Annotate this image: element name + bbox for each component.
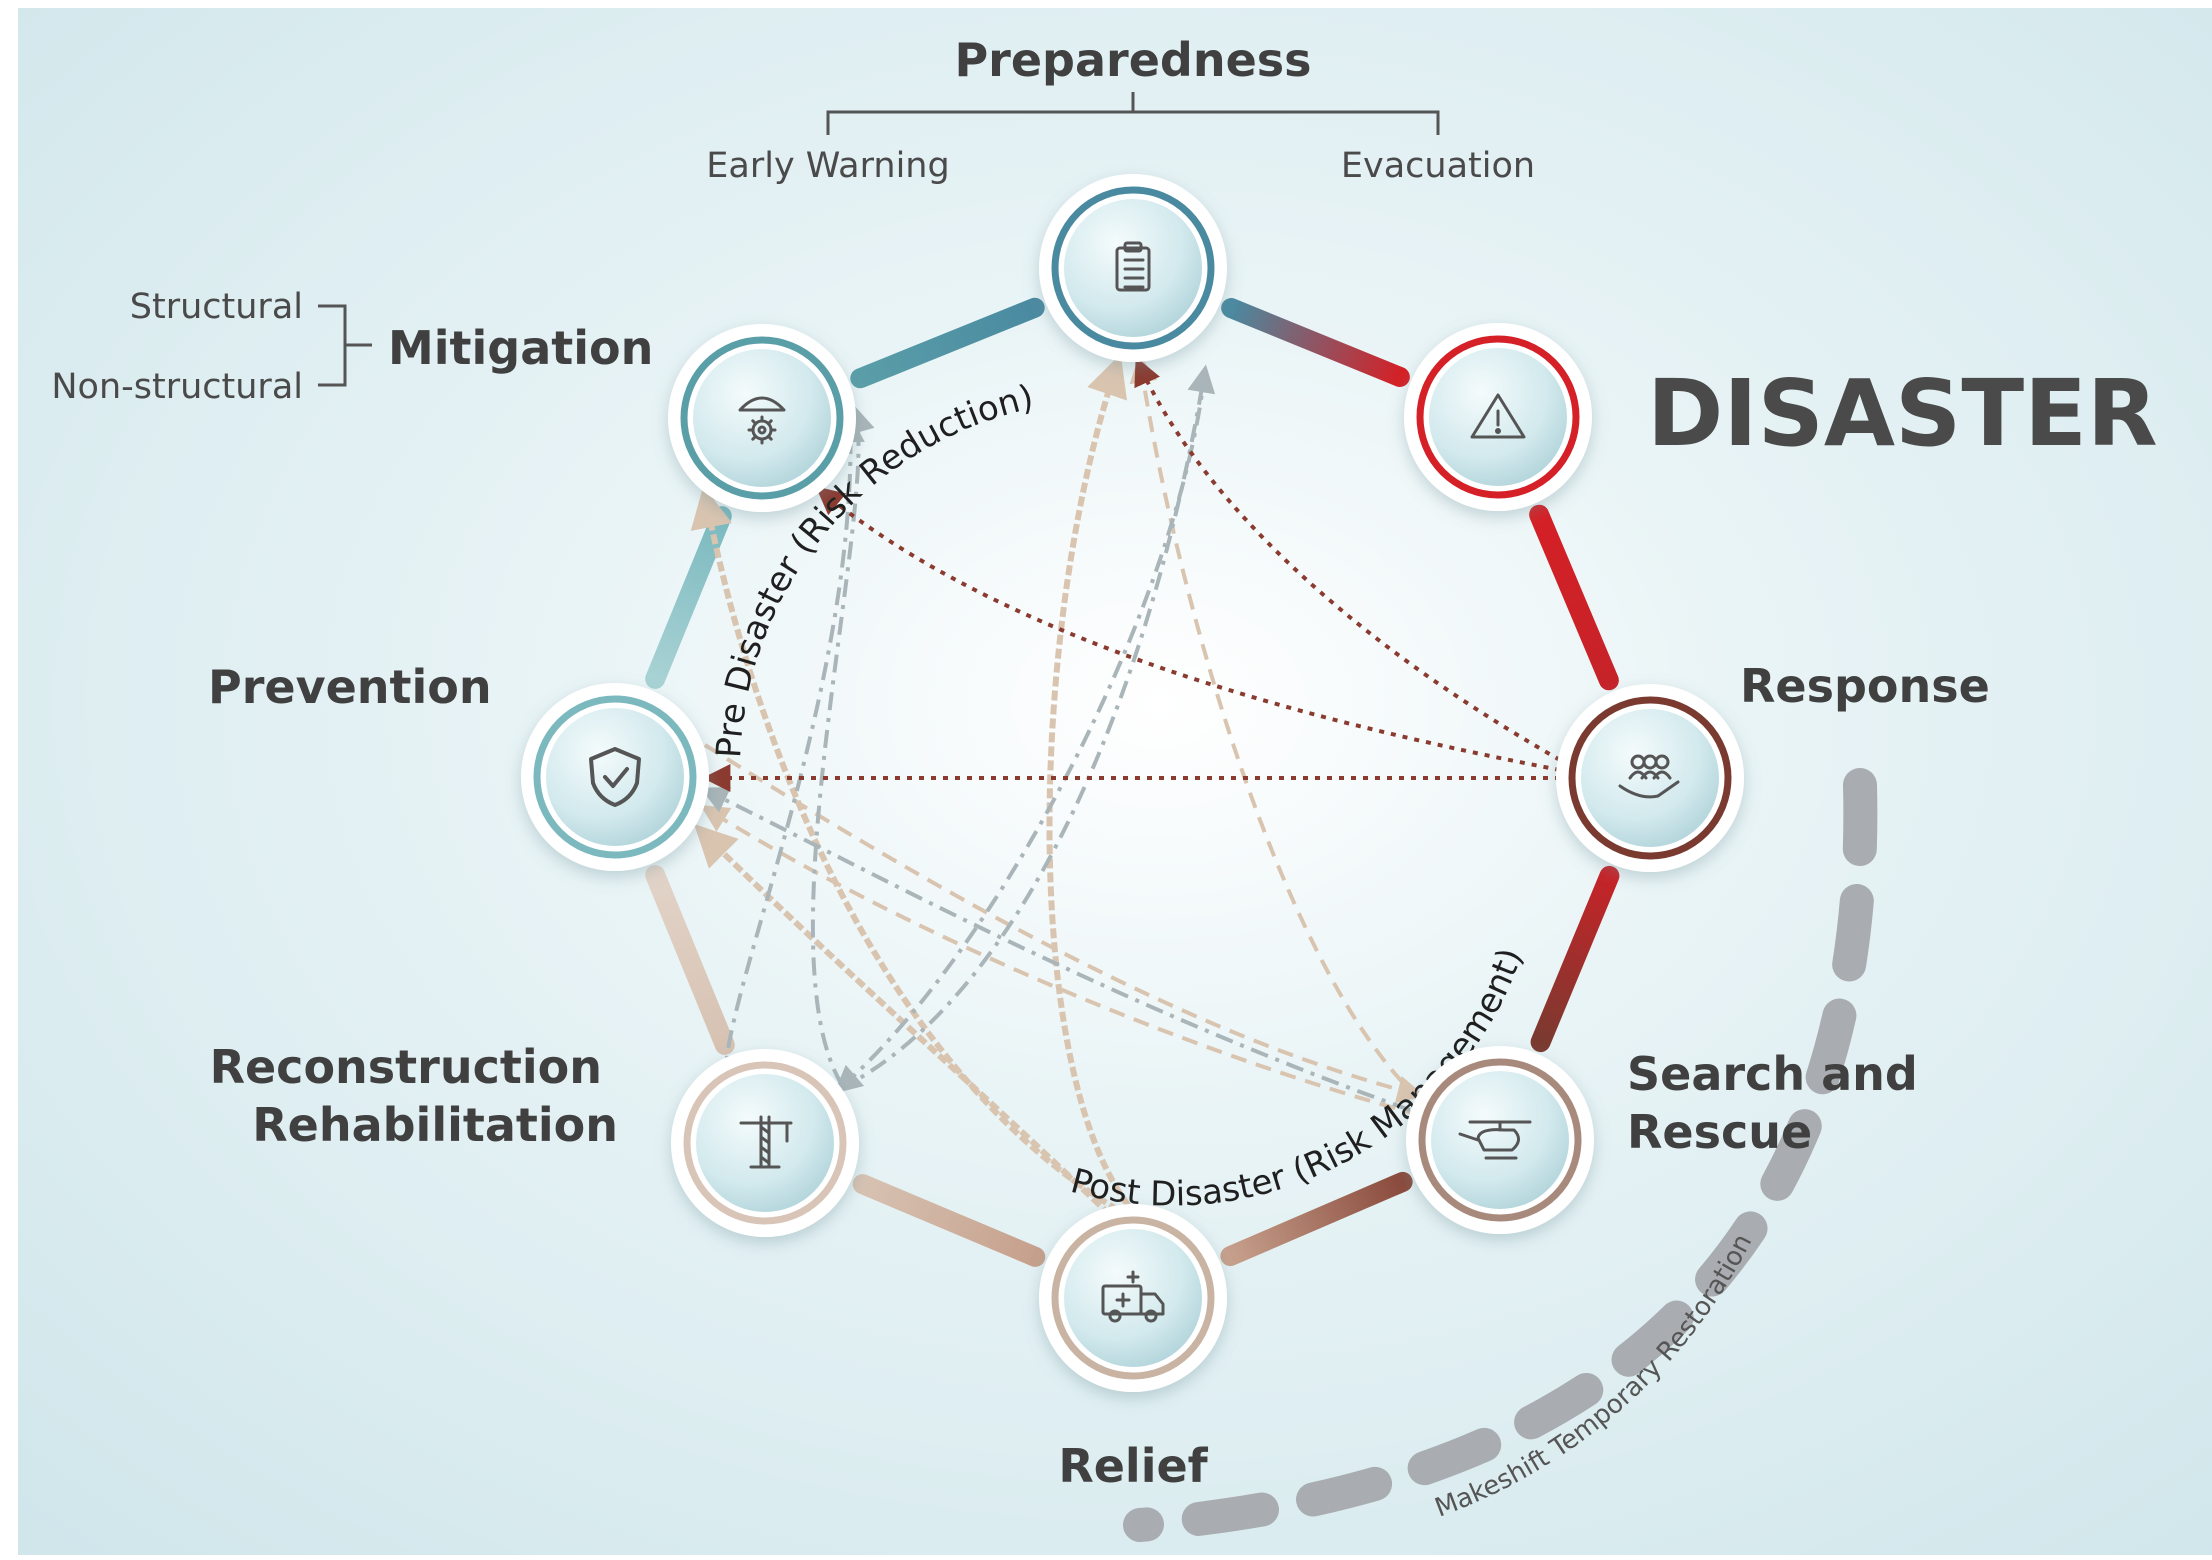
preparedness-label: Preparedness (954, 33, 1311, 87)
cross-link-arrow (699, 787, 1411, 1112)
relief-label: Relief (1058, 1439, 1208, 1493)
search-and-rescue-label: Search and Rescue (1627, 1047, 1934, 1159)
node-ring (1051, 186, 1215, 350)
node-face (1431, 1071, 1569, 1209)
helping-hand-people-icon (1618, 754, 1680, 799)
non-structural-label: Non-structural (51, 367, 303, 407)
mitigation-label: Mitigation (388, 321, 653, 375)
umbrella-gear-icon (738, 396, 786, 445)
clipboard-checklist-icon (1115, 241, 1151, 292)
ring-segment (645, 865, 735, 1055)
response-label: Response (1740, 659, 1990, 713)
ring-segment (1221, 298, 1410, 387)
node-ring (533, 695, 697, 859)
disaster-title: DISASTER (1647, 360, 2158, 467)
shield-check-icon (589, 747, 641, 807)
cross-link-arrow (1134, 356, 1561, 762)
reconstruction-rehabilitation-label: Reconstruction Rehabilitation (210, 1040, 618, 1152)
node-ring (680, 336, 844, 500)
ring-segment (850, 297, 1045, 389)
node-face (546, 708, 684, 846)
node-ring (1568, 696, 1732, 860)
node-disaster (1404, 323, 1592, 511)
early-warning-label: Early Warning (706, 146, 949, 186)
ring-segment (645, 506, 732, 689)
cross-link-arrow (703, 743, 1426, 1104)
structural-label: Structural (130, 287, 303, 327)
node-face (1581, 709, 1719, 847)
node-ring (1416, 335, 1580, 499)
node-ring (1051, 1216, 1215, 1380)
node-face (696, 1074, 834, 1212)
cross-link-arrow (694, 824, 1113, 1218)
prevention-label: Prevention (208, 660, 492, 714)
ring-segment (1530, 865, 1620, 1053)
node-mitigation (668, 324, 856, 512)
crane-icon (739, 1115, 793, 1169)
cycle-ring (645, 297, 1620, 1267)
ring-segment (1220, 1171, 1413, 1267)
ring-segment (1529, 504, 1619, 691)
cross-link-arrow (1129, 354, 1422, 1102)
cross-link-arrows (690, 354, 1561, 1218)
cross-link-arrow (690, 485, 1120, 1213)
mitigation-bracket (318, 304, 372, 387)
node-ring (683, 1061, 847, 1225)
warning-triangle-icon (1470, 393, 1526, 439)
cross-link-arrow (810, 404, 875, 1087)
node-reconstruction-rehabilitation (671, 1049, 859, 1237)
makeshift-restoration-arc (1123, 768, 1878, 1542)
evacuation-label: Evacuation (1341, 146, 1535, 186)
stage-nodes (521, 174, 1744, 1392)
ambulance-icon (1101, 1270, 1165, 1323)
preparedness-bracket (826, 92, 1440, 135)
node-preparedness (1039, 174, 1227, 362)
cross-link-arrow (1046, 354, 1131, 1207)
node-prevention (521, 683, 709, 871)
node-relief (1039, 1204, 1227, 1392)
ring-segment (852, 1174, 1046, 1267)
node-search-and-rescue (1406, 1046, 1594, 1234)
node-response (1556, 684, 1744, 872)
node-ring (1418, 1058, 1582, 1222)
helicopter-icon (1458, 1120, 1532, 1160)
node-face (1064, 1229, 1202, 1367)
cross-link-arrow (700, 805, 1421, 1117)
